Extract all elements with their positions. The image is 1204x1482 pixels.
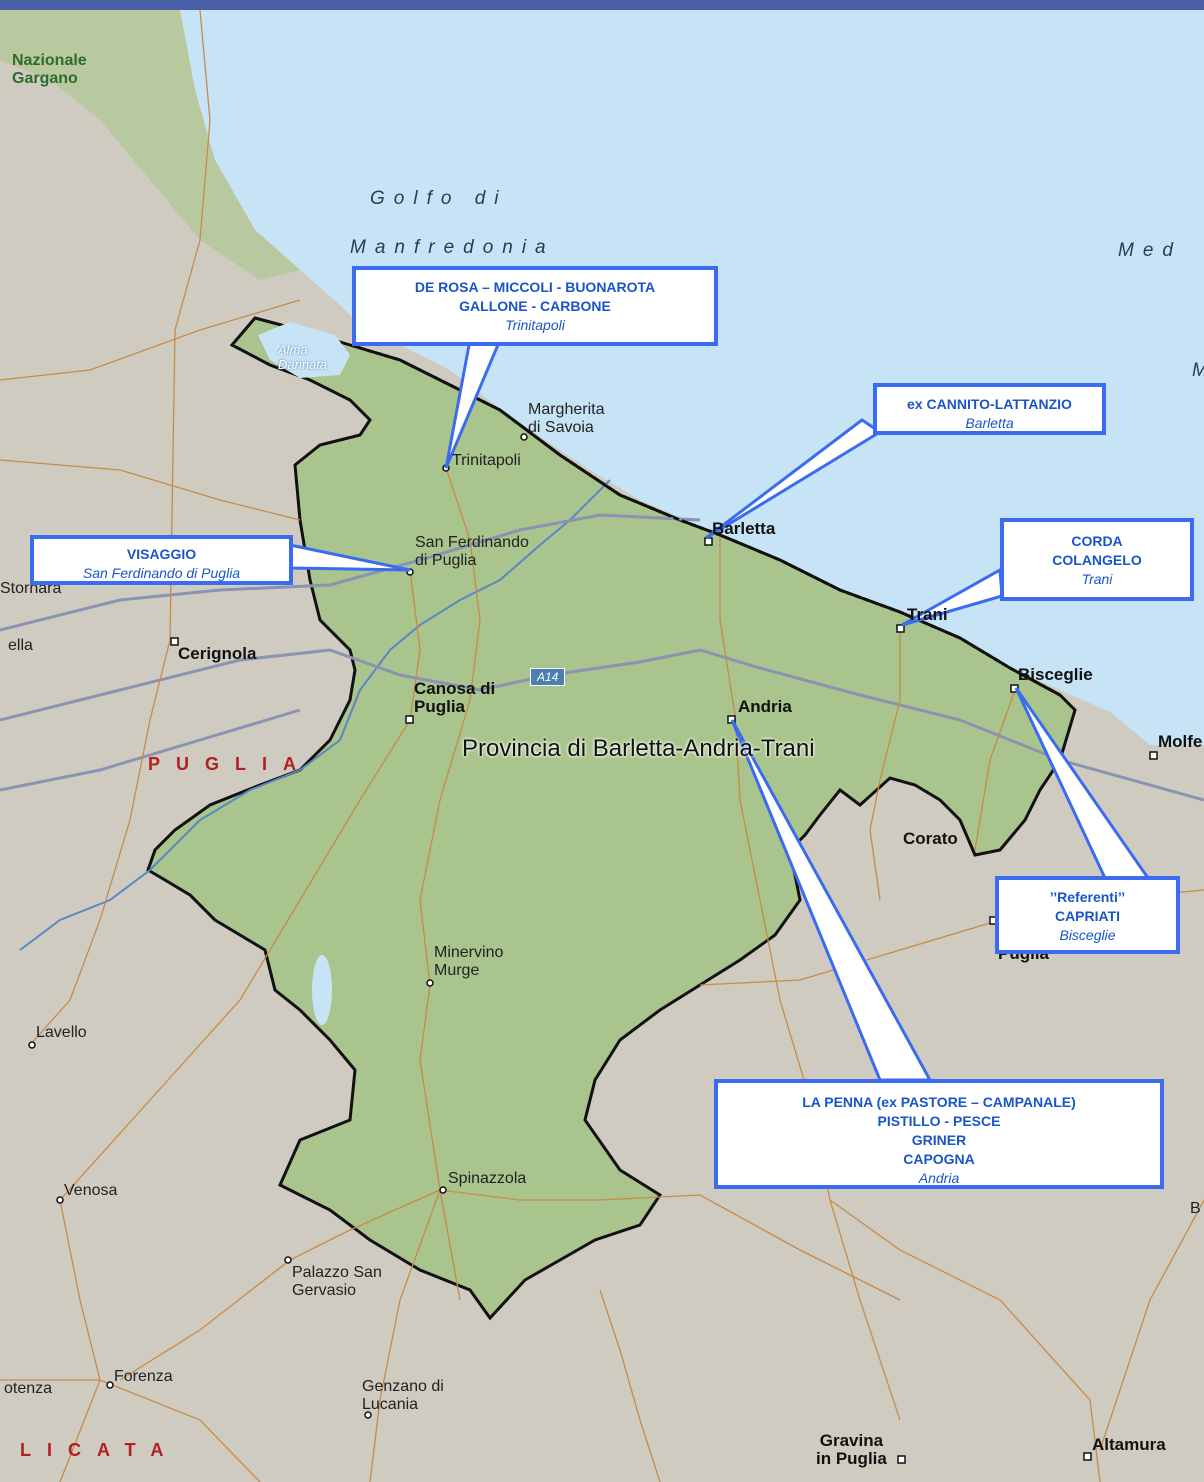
sea-area [180,10,1204,745]
lagoon-label: Alma Dannata [278,342,328,372]
callout-bisceglie-line2: CAPRIATI [1054,908,1121,924]
town-potenza: otenza [4,1380,53,1397]
park-label: Nazionale Gargano [12,52,87,87]
town-lavello: Lavello [36,1024,87,1041]
town-venosa: Venosa [64,1182,118,1199]
callout-trinitapoli: DE ROSA – MICCOLI - BUONAROTA GALLONE - … [352,266,718,346]
town-ella: ella [8,637,33,654]
town-corato: Corato [903,829,958,848]
callout-andria-line4: CAPOGNA [903,1151,975,1167]
roads [0,9,1204,1482]
town-genzano: Genzano di Lucania [362,1378,444,1413]
callout-andria-place: Andria [918,1170,960,1186]
town-palazzo: Palazzo San Gervasio [292,1264,382,1299]
gargano-coast [0,10,300,280]
sea-label-med-2: M [1192,360,1204,382]
callout-andria-line1: LA PENNA (ex PASTORE – CAMPANALE) [802,1094,1076,1110]
region-label-puglia: PUGLIA [148,754,313,774]
callout-barletta-line1: ex CANNITO-LATTANZIO [907,396,1072,412]
ofanto-river [19,479,611,951]
town-b-partial: B [1190,1200,1201,1217]
town-forenza: Forenza [114,1368,173,1385]
town-minervino: Minervino Murge [434,944,504,979]
town-margherita: Margherita di Savoia [528,401,605,436]
callout-sanferdinando-place: San Ferdinando di Puglia [82,565,241,581]
callout-pointers [288,338,1151,1082]
callout-trani-place: Trani [1081,571,1113,587]
town-san-ferdinando: San Ferdinando di Puglia [415,534,529,569]
header-bar [0,0,1204,10]
sea-label-golfo-2: Manfredonia [350,237,555,258]
callout-trinitapoli-line2: GALLONE - CARBONE [459,298,611,314]
callout-sanferdinando: VISAGGIO San Ferdinando di Puglia [30,535,293,585]
callout-andria: LA PENNA (ex PASTORE – CAMPANALE) PISTIL… [714,1079,1164,1189]
town-bisceglie: Bisceglie [1018,665,1093,684]
callout-trani-line2: COLANGELO [1052,552,1142,568]
lake [312,955,332,1025]
town-spinazzola: Spinazzola [448,1170,527,1187]
town-trinitapoli: Trinitapoli [452,452,521,469]
province-label: Provincia di Barletta-Andria-Trani [462,735,815,762]
coastline [349,343,1061,697]
callout-bisceglie-place: Bisceglie [1059,927,1116,943]
highway-shield: A14 [530,668,566,686]
callout-trani-line1: CORDA [1071,533,1123,549]
callout-andria-line2: PISTILLO - PESCE [877,1113,1001,1129]
town-altamura: Altamura [1092,1435,1166,1454]
callout-trinitapoli-place: Trinitapoli [505,317,565,333]
town-barletta: Barletta [712,519,776,538]
callout-barletta-place: Barletta [965,415,1014,431]
callout-barletta: ex CANNITO-LATTANZIO Barletta [873,383,1106,435]
alma-dannata-lagoon [258,322,350,378]
callout-andria-line3: GRINER [911,1132,967,1148]
town-cerignola: Cerignola [178,644,257,663]
callout-bisceglie-line1: ’’Referenti’’ [1049,889,1126,905]
town-canosa: Canosa di Puglia [414,679,496,716]
callout-trani: CORDA COLANGELO Trani [1000,518,1194,601]
callout-bisceglie: ’’Referenti’’ CAPRIATI Bisceglie [995,876,1180,954]
town-andria: Andria [738,697,792,716]
callout-trinitapoli-line1: DE ROSA – MICCOLI - BUONAROTA [414,279,656,295]
town-trani: Trani [907,605,948,624]
callout-sanferdinando-line1: VISAGGIO [126,546,197,562]
sea-label-golfo-1: Golfo di [370,188,508,209]
sea-label-med-1: Med [1118,240,1182,261]
town-molfetta: Molfe [1158,732,1203,751]
town-gravina: Gravina in Puglia [816,1431,887,1468]
region-label-basilicata: LICATA [20,1440,180,1460]
highways [0,513,1204,802]
